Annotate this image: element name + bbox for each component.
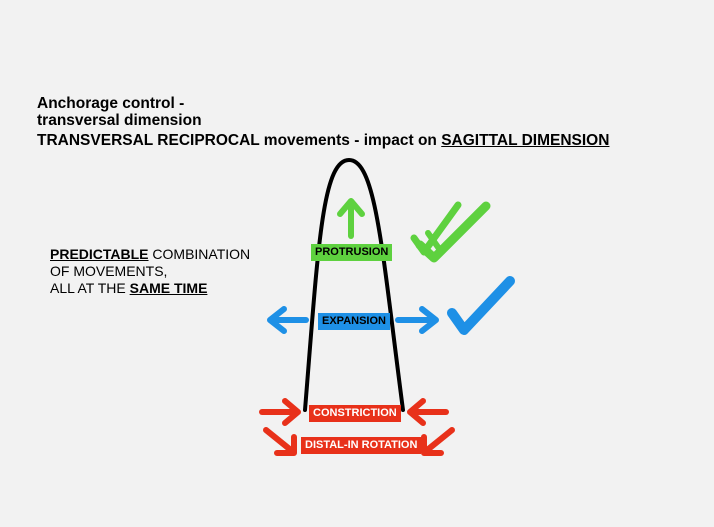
description-emphasis-predictable: PREDICTABLE [50,246,149,262]
arrow-down-left-icon [421,427,455,456]
constriction-label: CONSTRICTION [309,405,401,422]
arrow-right-icon [395,306,439,334]
description-line-1-rest: COMBINATION [148,246,251,262]
slide-subtitle: TRANSVERSAL RECIPROCAL movements - impac… [37,132,609,150]
description-line-1: PREDICTABLE COMBINATION [50,246,250,263]
movement-description: PREDICTABLE COMBINATION OF MOVEMENTS, AL… [50,246,250,297]
expansion-label: EXPANSION [318,313,390,330]
title-line-1: Anchorage control - [37,95,185,112]
arrow-down-right-icon [263,427,297,456]
description-line-2: OF MOVEMENTS, [50,263,168,279]
dental-arch [303,157,405,412]
distal-in-rotation-label: DISTAL-IN ROTATION [301,437,422,454]
checkmark-icon [447,276,515,335]
description-line-3: ALL AT THE SAME TIME [50,280,250,297]
arrow-up-icon [337,198,365,239]
arrow-left-icon [267,306,309,334]
title-line-2: transversal dimension [37,112,202,129]
slide-title: Anchorage control - transversal dimensio… [37,95,202,129]
subtitle-emphasis: SAGITTAL DIMENSION [441,132,610,149]
subtitle-main: TRANSVERSAL RECIPROCAL movements - impac… [37,132,442,149]
protrusion-label: PROTRUSION [311,244,393,261]
arrow-right-icon [259,398,301,426]
description-line-3-pre: ALL AT THE [50,280,130,296]
double-checkmark-icon [410,201,491,263]
description-emphasis-same-time: SAME TIME [129,280,208,296]
arrow-left-icon [407,398,449,426]
